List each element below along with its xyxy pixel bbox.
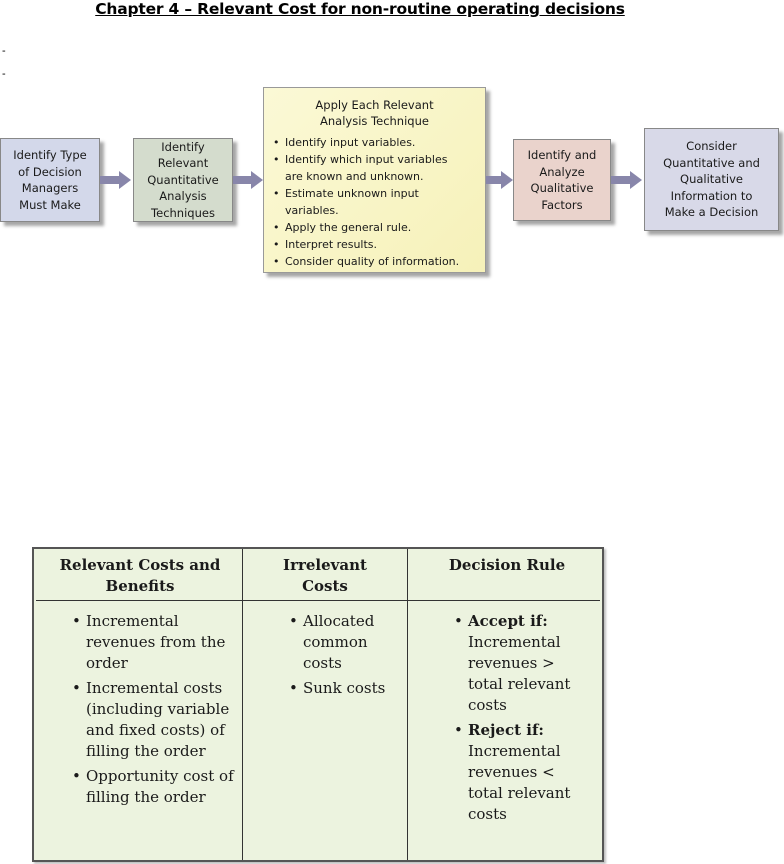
table-cell-rule: Accept if: Incremental revenues > total … (454, 611, 599, 829)
page-title: Chapter 4 – Relevant Cost for non-routin… (95, 0, 625, 18)
flow-step-identify-decision: Identify Type of Decision Managers Must … (0, 138, 100, 222)
rule-accept-label: Accept if: (468, 612, 548, 630)
list-item: Incremental costs (including variable an… (72, 678, 234, 762)
list-item: Sunk costs (289, 678, 404, 699)
list-item: Estimate unknown input variables. (273, 185, 455, 219)
rule-accept-text: Incremental revenues > total relevant co… (468, 633, 571, 714)
table-header-irrelevant: Irrelevant Costs (283, 556, 367, 595)
flow-step-identify-decision-text: Identify Type of Decision Managers Must … (13, 148, 87, 212)
table-cell-relevant: Incremental revenues from the order Incr… (72, 611, 234, 812)
apply-technique-list: Identify input variables. Identify which… (264, 134, 485, 270)
rule-reject-label: Reject if: (468, 721, 544, 739)
list-item: Opportunity cost of filling the order (72, 766, 234, 808)
table-header-rule: Decision Rule (448, 556, 566, 574)
decision-table: Relevant Costs and Benefits Irrelevant C… (32, 547, 604, 862)
list-item: Incremental revenues from the order (72, 611, 234, 674)
list-item: Allocated common costs (289, 611, 395, 674)
table-cell-irrelevant: Allocated common costs Sunk costs (289, 611, 404, 703)
rule-reject-text: Incremental revenues < total relevant co… (468, 742, 571, 823)
flow-step-identify-techniques-text: Identify Relevant Quantitative Analysis … (147, 139, 219, 220)
table-header-relevant: Relevant Costs and Benefits (59, 556, 221, 595)
list-item: Interpret results. (273, 236, 485, 253)
list-item: Reject if: Incremental revenues < total … (454, 720, 599, 825)
flow-step-qualitative-factors: Identify and Analyze Qualitative Factors (513, 139, 611, 221)
dash-marker-2: - (2, 68, 6, 80)
list-item: Apply the general rule. (273, 219, 485, 236)
dash-marker-1: - (2, 45, 6, 57)
flow-step-make-decision-text: Consider Quantitative and Qualitative In… (663, 139, 760, 220)
list-item: Accept if: Incremental revenues > total … (454, 611, 599, 716)
list-item: Identify which input variables are known… (273, 151, 460, 185)
flow-step-apply-technique-heading: Apply Each Relevant Analysis Technique (315, 98, 434, 128)
flow-step-apply-technique: Apply Each Relevant Analysis Technique I… (263, 87, 486, 273)
flow-step-identify-techniques: Identify Relevant Quantitative Analysis … (133, 138, 233, 222)
flow-step-make-decision: Consider Quantitative and Qualitative In… (644, 128, 779, 231)
flow-step-qualitative-factors-text: Identify and Analyze Qualitative Factors (527, 148, 597, 212)
list-item: Identify input variables. (273, 134, 485, 151)
list-item: Consider quality of information. (273, 253, 485, 270)
